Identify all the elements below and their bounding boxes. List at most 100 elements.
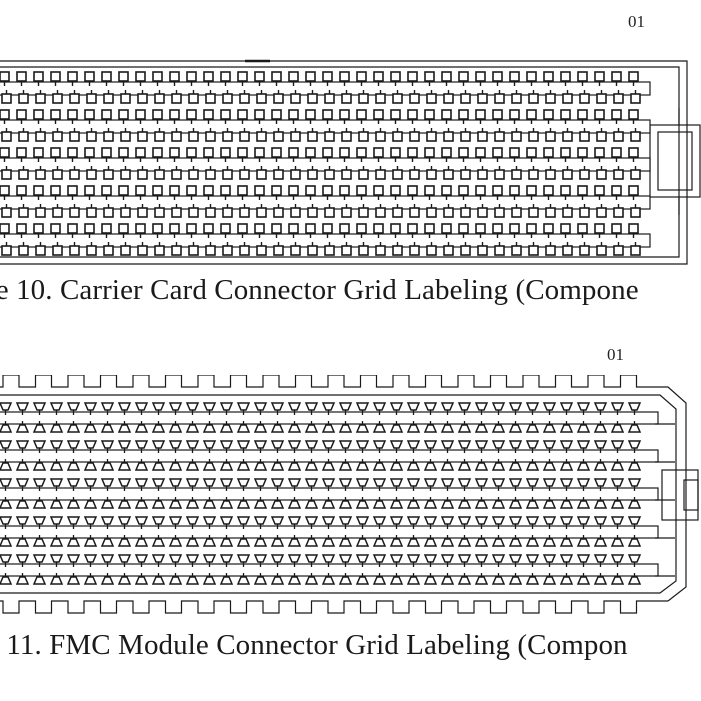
contact-pin [304,554,319,563]
contact-pin [256,169,267,180]
contact-pin [220,109,231,120]
contact-pin [118,147,129,158]
contact-pin [426,245,437,256]
contact-pin [101,71,112,82]
contact-pin [321,462,336,471]
contact-pin [0,478,13,487]
contact-pin [526,109,537,120]
contact-pin [460,207,471,218]
contact-pin [358,169,369,180]
contact-pin [593,576,608,585]
contact-pin [83,402,98,411]
contact-pin [440,402,455,411]
contact-pin [491,462,506,471]
contact-pin [560,71,571,82]
contact-pin [390,185,401,196]
contact-pin [372,440,387,449]
contact-pin [528,169,539,180]
contact-pin [559,424,574,433]
contact-pin [69,207,80,218]
contact-pin [254,185,265,196]
contact-pin [185,576,200,585]
contact-pin [120,93,131,104]
contact-pin [610,576,625,585]
contact-pin [0,516,13,525]
contact-pin [185,500,200,509]
contact-pin [239,93,250,104]
contact-pin [508,500,523,509]
contact-pin [562,131,573,142]
contact-pin [18,207,29,218]
contact-pin [305,109,316,120]
contact-pin [407,147,418,158]
contact-pin [440,516,455,525]
contact-pin [253,554,268,563]
contact-pin [135,71,146,82]
contact-pin [338,424,353,433]
contact-pin [236,440,251,449]
contact-pin [613,245,624,256]
contact-pin [443,131,454,142]
contact-pin [100,462,115,471]
contact-pin [630,131,641,142]
contact-pin [134,516,149,525]
contact-pin [83,462,98,471]
contact-pin [49,576,64,585]
contact-pin [577,109,588,120]
contact-pin [375,93,386,104]
contact-pin [168,462,183,471]
contact-pin [205,131,216,142]
contact-pin [151,402,166,411]
contact-pin [307,131,318,142]
contact-pin [254,71,265,82]
contact-pin [577,223,588,234]
contact-pin [152,223,163,234]
contact-pin [628,147,639,158]
contact-pin [0,462,13,471]
contact-pin [151,440,166,449]
contact-pin [577,71,588,82]
contact-pin [576,478,591,487]
contact-pin [304,538,319,547]
contact-pin [389,500,404,509]
contact-pin [406,516,421,525]
contact-pin [440,462,455,471]
contact-pin [545,93,556,104]
contact-pin [117,424,132,433]
contact-pin [168,478,183,487]
contact-pin [236,538,251,547]
contact-pin [458,147,469,158]
contact-pin [202,516,217,525]
contact-pin [134,402,149,411]
contact-pin [304,478,319,487]
contact-pin [100,576,115,585]
contact-pin [338,554,353,563]
contact-pin [460,93,471,104]
contact-pin [474,440,489,449]
contact-pin [457,440,472,449]
contact-pin [304,516,319,525]
contact-pin [322,71,333,82]
contact-pin [118,223,129,234]
contact-pin [324,131,335,142]
contact-pin [33,109,44,120]
contact-pin [542,402,557,411]
contact-pin [392,131,403,142]
contact-pin [35,131,46,142]
contact-pin [254,223,265,234]
contact-pin [559,478,574,487]
contact-pin [560,147,571,158]
figure-caption: e 11. FMC Module Connector Grid Labeling… [0,629,628,661]
contact-pin [117,554,132,563]
contact-pin [222,245,233,256]
contact-pin [83,538,98,547]
contact-pin [375,169,386,180]
contact-pin [441,147,452,158]
contact-pin [66,402,81,411]
contact-pin [341,245,352,256]
contact-pin [168,516,183,525]
contact-pin [477,169,488,180]
contact-pin [222,207,233,218]
contact-pin [355,402,370,411]
contact-pin [35,169,46,180]
